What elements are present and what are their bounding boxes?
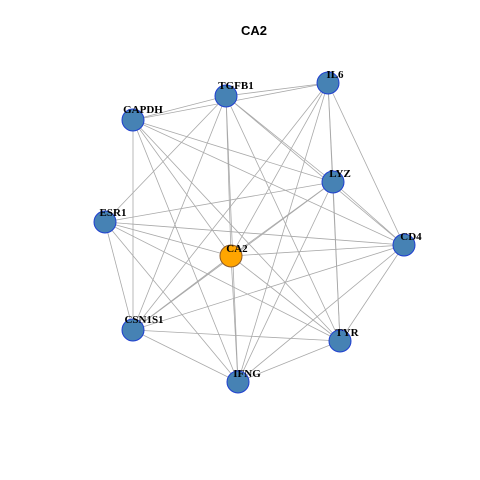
node-label-ca2: CA2 [226,243,248,255]
edge-gapdh-ifng [132,119,239,383]
edge-ca2-gapdh [132,119,232,257]
node-ifng[interactable]: IFNG [226,368,261,394]
node-esr1[interactable]: ESR1 [93,207,127,234]
node-gapdh[interactable]: GAPDH [121,104,163,132]
edge-gapdh-cd4 [132,119,405,246]
edge-tgfb1-cd4 [225,95,405,246]
node-circle-tgfb1[interactable] [214,84,238,108]
node-tgfb1[interactable]: TGFB1 [214,80,254,108]
edge-esr1-tyr [104,221,341,342]
edge-cd4-csn1s1 [132,244,405,331]
edge-tgfb1-ifng [225,95,239,383]
node-cd4[interactable]: CD4 [392,231,422,257]
node-ca2[interactable]: CA2 [219,243,248,268]
node-circle-ca2[interactable] [219,244,243,268]
node-label-lyz: LYZ [329,168,351,180]
edge-il6-ifng [237,82,329,383]
node-il6[interactable]: IL6 [316,69,344,95]
node-label-ifng: IFNG [233,368,261,380]
node-label-csn1s1: CSN1S1 [124,314,163,326]
edge-lyz-tyr [332,181,341,342]
diagram-title: CA2 [241,23,267,38]
edge-il6-cd4 [327,82,405,246]
node-label-il6: IL6 [326,69,344,81]
edge-lyz-cd4 [332,181,405,246]
edge-esr1-cd4 [104,221,405,246]
edge-tgfb1-esr1 [104,95,227,223]
edge-ca2-il6 [230,82,329,257]
node-tyr[interactable]: TYR [328,327,360,353]
edge-tgfb1-lyz [225,95,334,183]
node-label-cd4: CD4 [400,231,422,243]
node-circle-lyz[interactable] [321,170,345,194]
edge-csn1s1-tyr [132,329,341,342]
edge-esr1-csn1s1 [104,221,134,331]
edge-lyz-esr1 [104,181,334,223]
node-label-gapdh: GAPDH [123,104,163,116]
node-csn1s1[interactable]: CSN1S1 [121,314,164,342]
node-circle-ifng[interactable] [226,370,250,394]
edge-csn1s1-ifng [132,329,239,383]
edge-tgfb1-il6 [225,82,329,97]
node-circle-tyr[interactable] [328,329,352,353]
edge-tyr-ifng [237,340,341,383]
node-lyz[interactable]: LYZ [321,168,351,194]
edge-ca2-esr1 [104,221,232,257]
node-circle-gapdh[interactable] [121,108,145,132]
edge-il6-csn1s1 [132,82,329,331]
node-circle-cd4[interactable] [392,233,416,257]
node-label-tgfb1: TGFB1 [218,80,253,92]
edge-cd4-ifng [237,244,405,383]
edge-esr1-ifng [104,221,239,383]
edge-cd4-tyr [339,244,405,342]
edge-tgfb1-tyr [225,95,341,342]
node-circle-esr1[interactable] [93,210,117,234]
edge-ca2-cd4 [230,244,405,257]
edge-tgfb1-gapdh [132,95,227,121]
edge-gapdh-tyr [132,119,341,342]
node-label-tyr: TYR [335,327,359,339]
edge-layer [104,82,405,383]
edge-ca2-tyr [230,255,341,342]
node-circle-il6[interactable] [316,71,340,95]
node-circle-csn1s1[interactable] [121,318,145,342]
node-label-esr1: ESR1 [100,207,127,219]
edge-gapdh-lyz [132,119,334,183]
edge-tgfb1-csn1s1 [132,95,227,331]
